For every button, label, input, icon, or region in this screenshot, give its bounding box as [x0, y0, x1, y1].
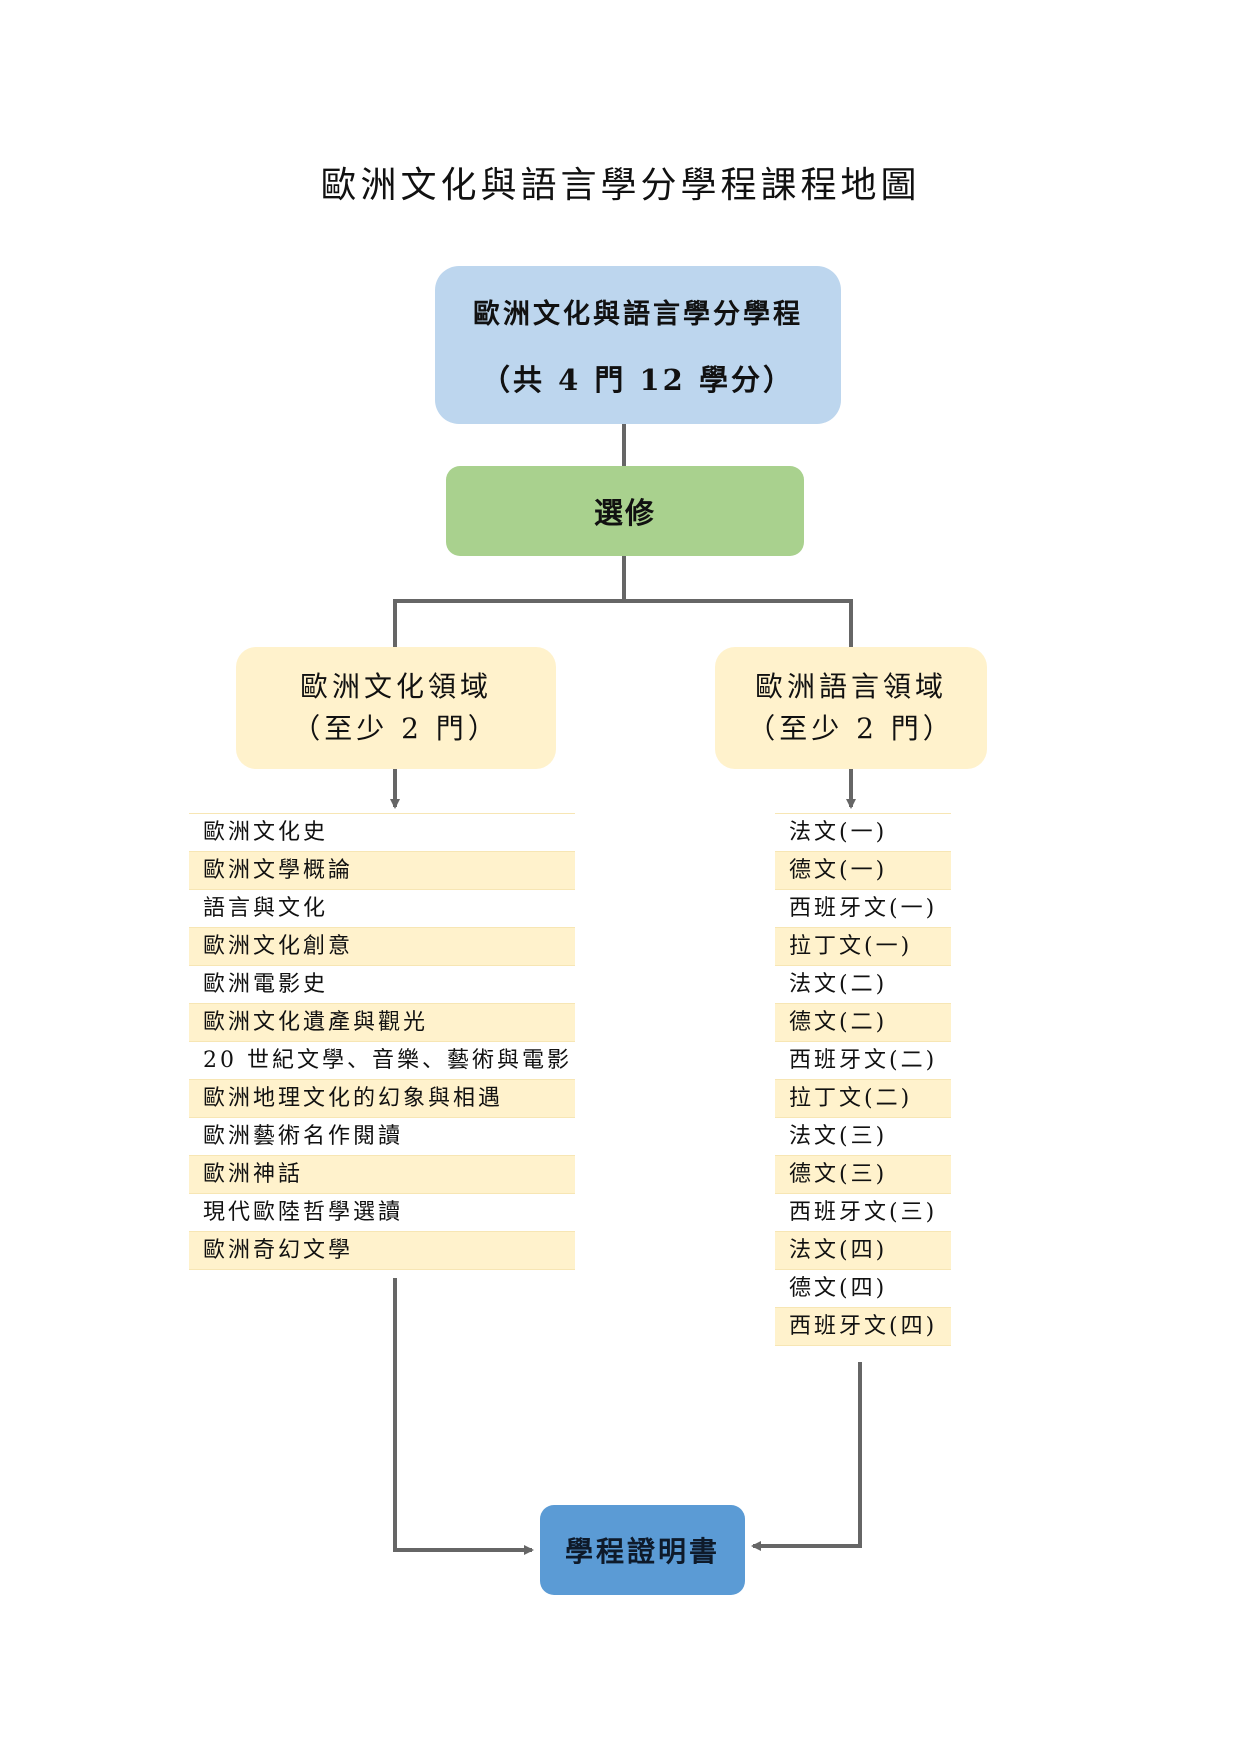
program-root-box: 歐洲文化與語言學分學程 （共 4 門 12 學分）	[435, 266, 841, 424]
program-credits: （共 4 門 12 學分）	[481, 362, 795, 397]
culture-course-item: 歐洲文學概論	[189, 852, 575, 890]
language-domain-requirement: （至少 2 門）	[747, 712, 955, 745]
culture-course-item: 歐洲神話	[189, 1156, 575, 1194]
program-name: 歐洲文化與語言學分學程	[473, 298, 803, 330]
language-course-item: 德文(四)	[775, 1270, 951, 1308]
culture-course-item: 20 世紀文學、音樂、藝術與電影	[189, 1042, 575, 1080]
language-course-item: 西班牙文(二)	[775, 1042, 951, 1080]
culture-domain-requirement: （至少 2 門）	[292, 712, 500, 745]
language-course-item: 西班牙文(三)	[775, 1194, 951, 1232]
culture-to-certificate-arrow	[393, 1278, 534, 1555]
elective-box: 選修	[446, 466, 804, 556]
language-course-item: 法文(三)	[775, 1118, 951, 1156]
language-course-item: 德文(二)	[775, 1004, 951, 1042]
language-course-list: 法文(一) 德文(一) 西班牙文(一) 拉丁文(一) 法文(二) 德文(二) 西…	[775, 813, 951, 1346]
language-course-item: 法文(二)	[775, 966, 951, 1004]
culture-course-item: 歐洲文化遺產與觀光	[189, 1004, 575, 1042]
culture-course-list: 歐洲文化史 歐洲文學概論 語言與文化 歐洲文化創意 歐洲電影史 歐洲文化遺產與觀…	[189, 813, 575, 1270]
culture-course-item: 歐洲文化創意	[189, 928, 575, 966]
culture-course-item: 歐洲藝術名作閱讀	[189, 1118, 575, 1156]
language-to-certificate-arrow	[751, 1362, 862, 1551]
elective-branch-line-right	[624, 599, 853, 647]
culture-course-item: 歐洲奇幻文學	[189, 1232, 575, 1270]
language-course-item: 西班牙文(一)	[775, 890, 951, 928]
culture-domain-box: 歐洲文化領域 （至少 2 門）	[236, 647, 556, 769]
language-course-item: 法文(一)	[775, 814, 951, 852]
language-domain-name: 歐洲語言領域	[754, 670, 947, 703]
culture-course-item: 現代歐陸哲學選讀	[189, 1194, 575, 1232]
culture-course-item: 歐洲文化史	[189, 814, 575, 852]
language-domain-box: 歐洲語言領域 （至少 2 門）	[715, 647, 987, 769]
language-course-item: 德文(一)	[775, 852, 951, 890]
language-course-item: 拉丁文(一)	[775, 928, 951, 966]
elective-branch-line	[393, 556, 626, 647]
language-course-item: 德文(三)	[775, 1156, 951, 1194]
culture-course-item: 語言與文化	[189, 890, 575, 928]
certificate-box: 學程證明書	[540, 1505, 745, 1595]
culture-domain-name: 歐洲文化領域	[299, 670, 492, 703]
language-course-item: 西班牙文(四)	[775, 1308, 951, 1346]
language-course-item: 拉丁文(二)	[775, 1080, 951, 1118]
language-course-item: 法文(四)	[775, 1232, 951, 1270]
page-title: 歐洲文化與語言學分學程課程地圖	[320, 165, 921, 206]
culture-course-item: 歐洲地理文化的幻象與相遇	[189, 1080, 575, 1118]
culture-course-item: 歐洲電影史	[189, 966, 575, 1004]
